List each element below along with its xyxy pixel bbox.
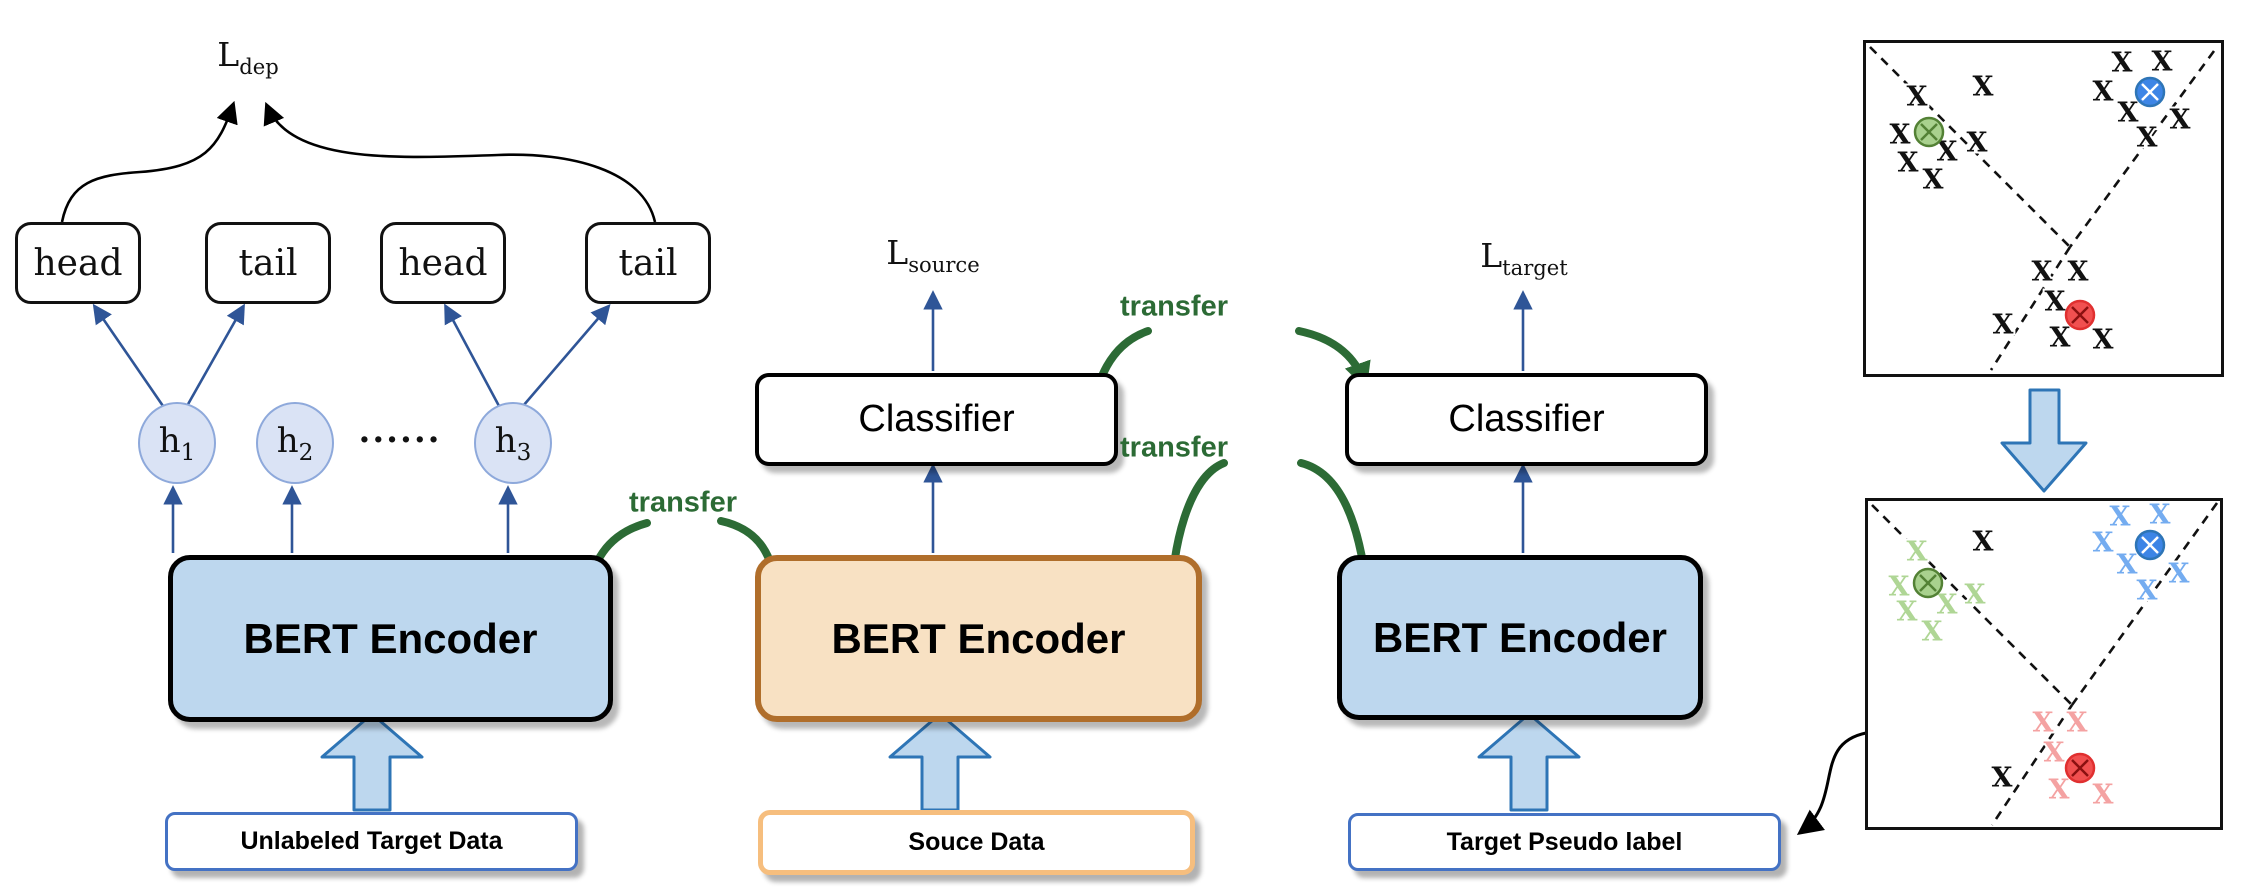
scatter-x-black: X: [1890, 120, 1911, 151]
scatter-x-black: X: [1973, 527, 1994, 558]
scatter-x-blue: X: [2117, 550, 2138, 581]
scatter-x-black: X: [2045, 287, 2066, 318]
scatter-x-green: X: [1897, 597, 1918, 628]
transfer-label-classifier: transfer: [1120, 290, 1228, 323]
dep-box-label: tail: [238, 242, 298, 284]
scatter-x-red: X: [2067, 708, 2088, 739]
classifier-label: Classifier: [858, 398, 1015, 440]
centroid-blue: [2134, 529, 2166, 561]
scatter-x-green: X: [1922, 617, 1943, 648]
unlabeled-target-data-box: Unlabeled Target Data: [165, 812, 578, 871]
scatter-x-black: X: [2050, 323, 2071, 354]
scatter-x-black: X: [2068, 257, 2089, 288]
dep-box-head-2: head: [380, 222, 506, 304]
scatter-x-black: X: [1973, 72, 1994, 103]
scatter-x-blue: X: [2093, 528, 2114, 559]
transfer-label-encoder-1-2: transfer: [629, 486, 737, 519]
scatter-x-black: X: [2137, 123, 2158, 154]
dep-loss-arrow-left: [60, 100, 238, 223]
loss-label-source: Lsource: [886, 233, 980, 277]
hidden-unit-h1: h1: [138, 402, 216, 484]
scatter-x-black: X: [2032, 257, 2053, 288]
classifier-target: Classifier: [1345, 373, 1708, 466]
scatter-x-black: X: [2093, 325, 2114, 356]
dep-box-head-1: head: [15, 222, 141, 304]
h1-to-tail-arrow: [185, 303, 245, 407]
scatter-x-black: X: [1992, 763, 2013, 794]
bert-encoder-target-pretrain: BERT Encoder: [168, 555, 613, 722]
scatter-x-blue: X: [2169, 559, 2190, 590]
scatter-x-black: X: [1898, 148, 1919, 179]
dep-loss-arrow-right: [263, 101, 657, 223]
h3-to-head-arrow: [444, 303, 501, 407]
centroid-red: [2064, 752, 2096, 784]
loss-label-dep: Ldep: [217, 35, 279, 79]
source-data-block-arrow: [888, 712, 992, 812]
encoder-label: BERT Encoder: [1372, 613, 1668, 661]
scatter-x-black: X: [2093, 77, 2114, 108]
dep-box-label: head: [398, 242, 488, 284]
dep-box-label: head: [33, 242, 123, 284]
h3-to-tail-arrow: [522, 304, 611, 407]
centroid-blue: [2134, 76, 2166, 108]
centroid-red: [2064, 299, 2096, 331]
loss-label-target: Ltarget: [1480, 236, 1568, 280]
panel-to-pseudo-label-arrow: [1796, 731, 1867, 836]
pseudo-label-block-arrow: [1477, 712, 1581, 812]
scatter-x-black: X: [2118, 98, 2139, 129]
hidden-unit-h3: h3: [474, 402, 552, 484]
encoder-label: BERT Encoder: [243, 614, 538, 662]
scatter-x-black: X: [1923, 165, 1944, 196]
dep-box-tail-1: tail: [205, 222, 331, 304]
bert-encoder-source: BERT Encoder: [755, 555, 1202, 722]
scatter-x-red: X: [2093, 780, 2114, 811]
panel-down-block-arrow: [2000, 388, 2088, 493]
source-data-box: Souce Data: [758, 810, 1195, 875]
scatter-x-red: X: [2049, 775, 2070, 806]
dep-box-tail-2: tail: [585, 222, 711, 304]
scatter-x-black: X: [1967, 128, 1988, 159]
scatter-x-green: X: [1889, 572, 1910, 603]
bert-encoder-target: BERT Encoder: [1337, 555, 1703, 720]
data-box-label: Unlabeled Target Data: [240, 827, 503, 855]
hidden-unit-h2: h2: [256, 402, 334, 484]
classifier-source: Classifier: [755, 373, 1118, 466]
scatter-x-black: X: [2152, 47, 2173, 78]
scatter-x-red: X: [2044, 738, 2065, 769]
unlabeled-data-block-arrow: [320, 712, 424, 812]
scatter-x-black: X: [1993, 310, 2014, 341]
ellipsis-dots: ······: [358, 420, 442, 460]
scatter-x-green: X: [1907, 537, 1928, 568]
scatter-x-black: X: [1907, 82, 1928, 113]
scatter-x-green: X: [1965, 580, 1986, 611]
encoder-label: BERT Encoder: [831, 614, 1126, 662]
dep-box-label: tail: [618, 242, 678, 284]
target-pseudo-label-box: Target Pseudo label: [1348, 813, 1781, 871]
scatter-x-blue: X: [2110, 502, 2131, 533]
data-box-label: Target Pseudo label: [1446, 827, 1683, 856]
scatter-x-black: X: [2170, 105, 2191, 136]
scatter-x-blue: X: [2137, 576, 2158, 607]
scatter-x-blue: X: [2150, 500, 2171, 531]
scatter-x-black: X: [2112, 48, 2133, 79]
transfer-label-encoder-2-3: transfer: [1120, 431, 1228, 464]
scatter-x-red: X: [2033, 708, 2054, 739]
classifier-label: Classifier: [1448, 398, 1605, 440]
centroid-green: [1912, 567, 1944, 599]
data-box-label: Souce Data: [908, 828, 1045, 856]
centroid-green: [1913, 116, 1945, 148]
h1-to-head-arrow: [92, 303, 165, 407]
